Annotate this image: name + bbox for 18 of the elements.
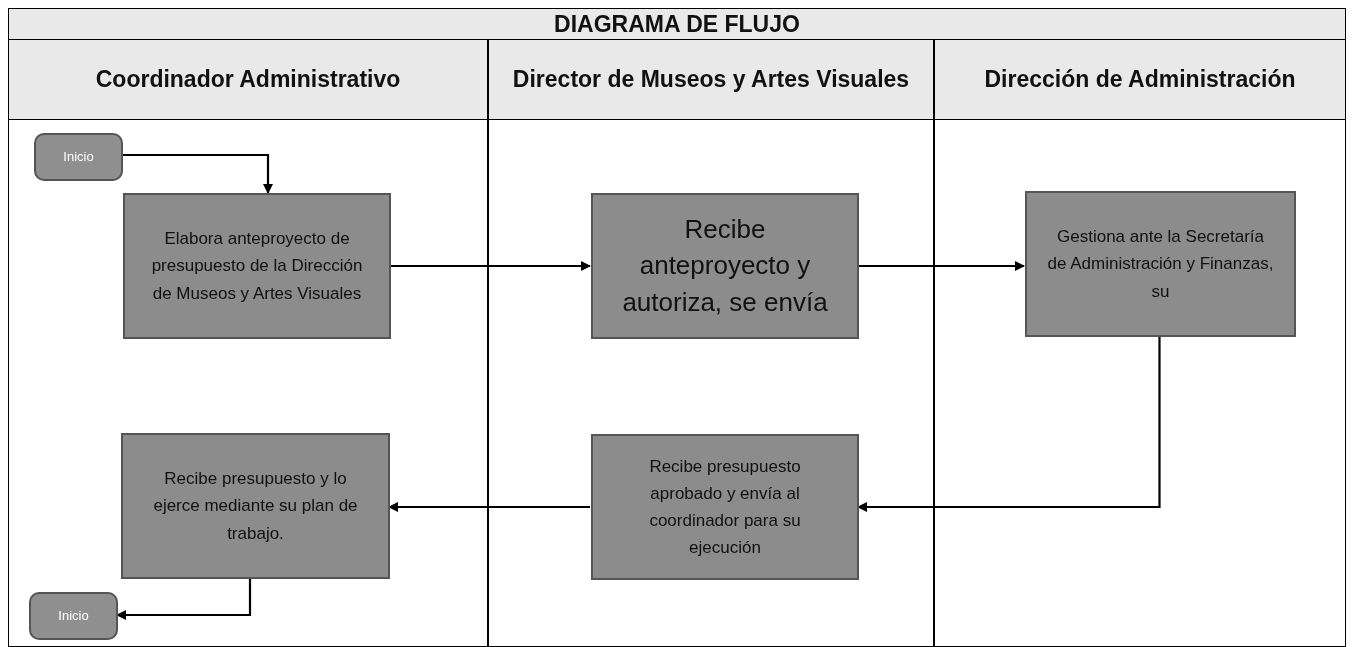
process-box: Recibe presupuesto y lo ejerce mediante su plan de trabajo.	[121, 433, 390, 579]
process-box: Elabora anteproyecto de presupuesto de la Dirección de Museos y Artes Visuales	[123, 193, 391, 339]
lane-header: Dirección de Administración	[984, 65, 1296, 94]
swimlane	[8, 40, 488, 647]
lane-header: Coordinador Administrativo	[95, 65, 401, 94]
swimlane	[488, 40, 934, 647]
process-box: Gestiona ante la Secretaría de Administración y Finanzas, su	[1025, 191, 1296, 337]
process-box: Recibe presupuesto aprobado y envía al coordinador para su ejecución	[591, 434, 859, 580]
diagram-title: DIAGRAMA DE FLUJO	[554, 9, 800, 39]
arrow	[122, 153, 273, 194]
process-box: Recibe anteproyecto y autoriza, se envía	[591, 193, 859, 339]
swimlane	[934, 40, 1346, 647]
arrow	[390, 261, 591, 271]
arrow	[858, 261, 1025, 271]
arrow	[116, 579, 252, 620]
terminal-box: Inicio	[29, 592, 118, 640]
terminal-box: Inicio	[34, 133, 123, 181]
lane-header: Director de Museos y Artes Visuales	[512, 65, 910, 94]
